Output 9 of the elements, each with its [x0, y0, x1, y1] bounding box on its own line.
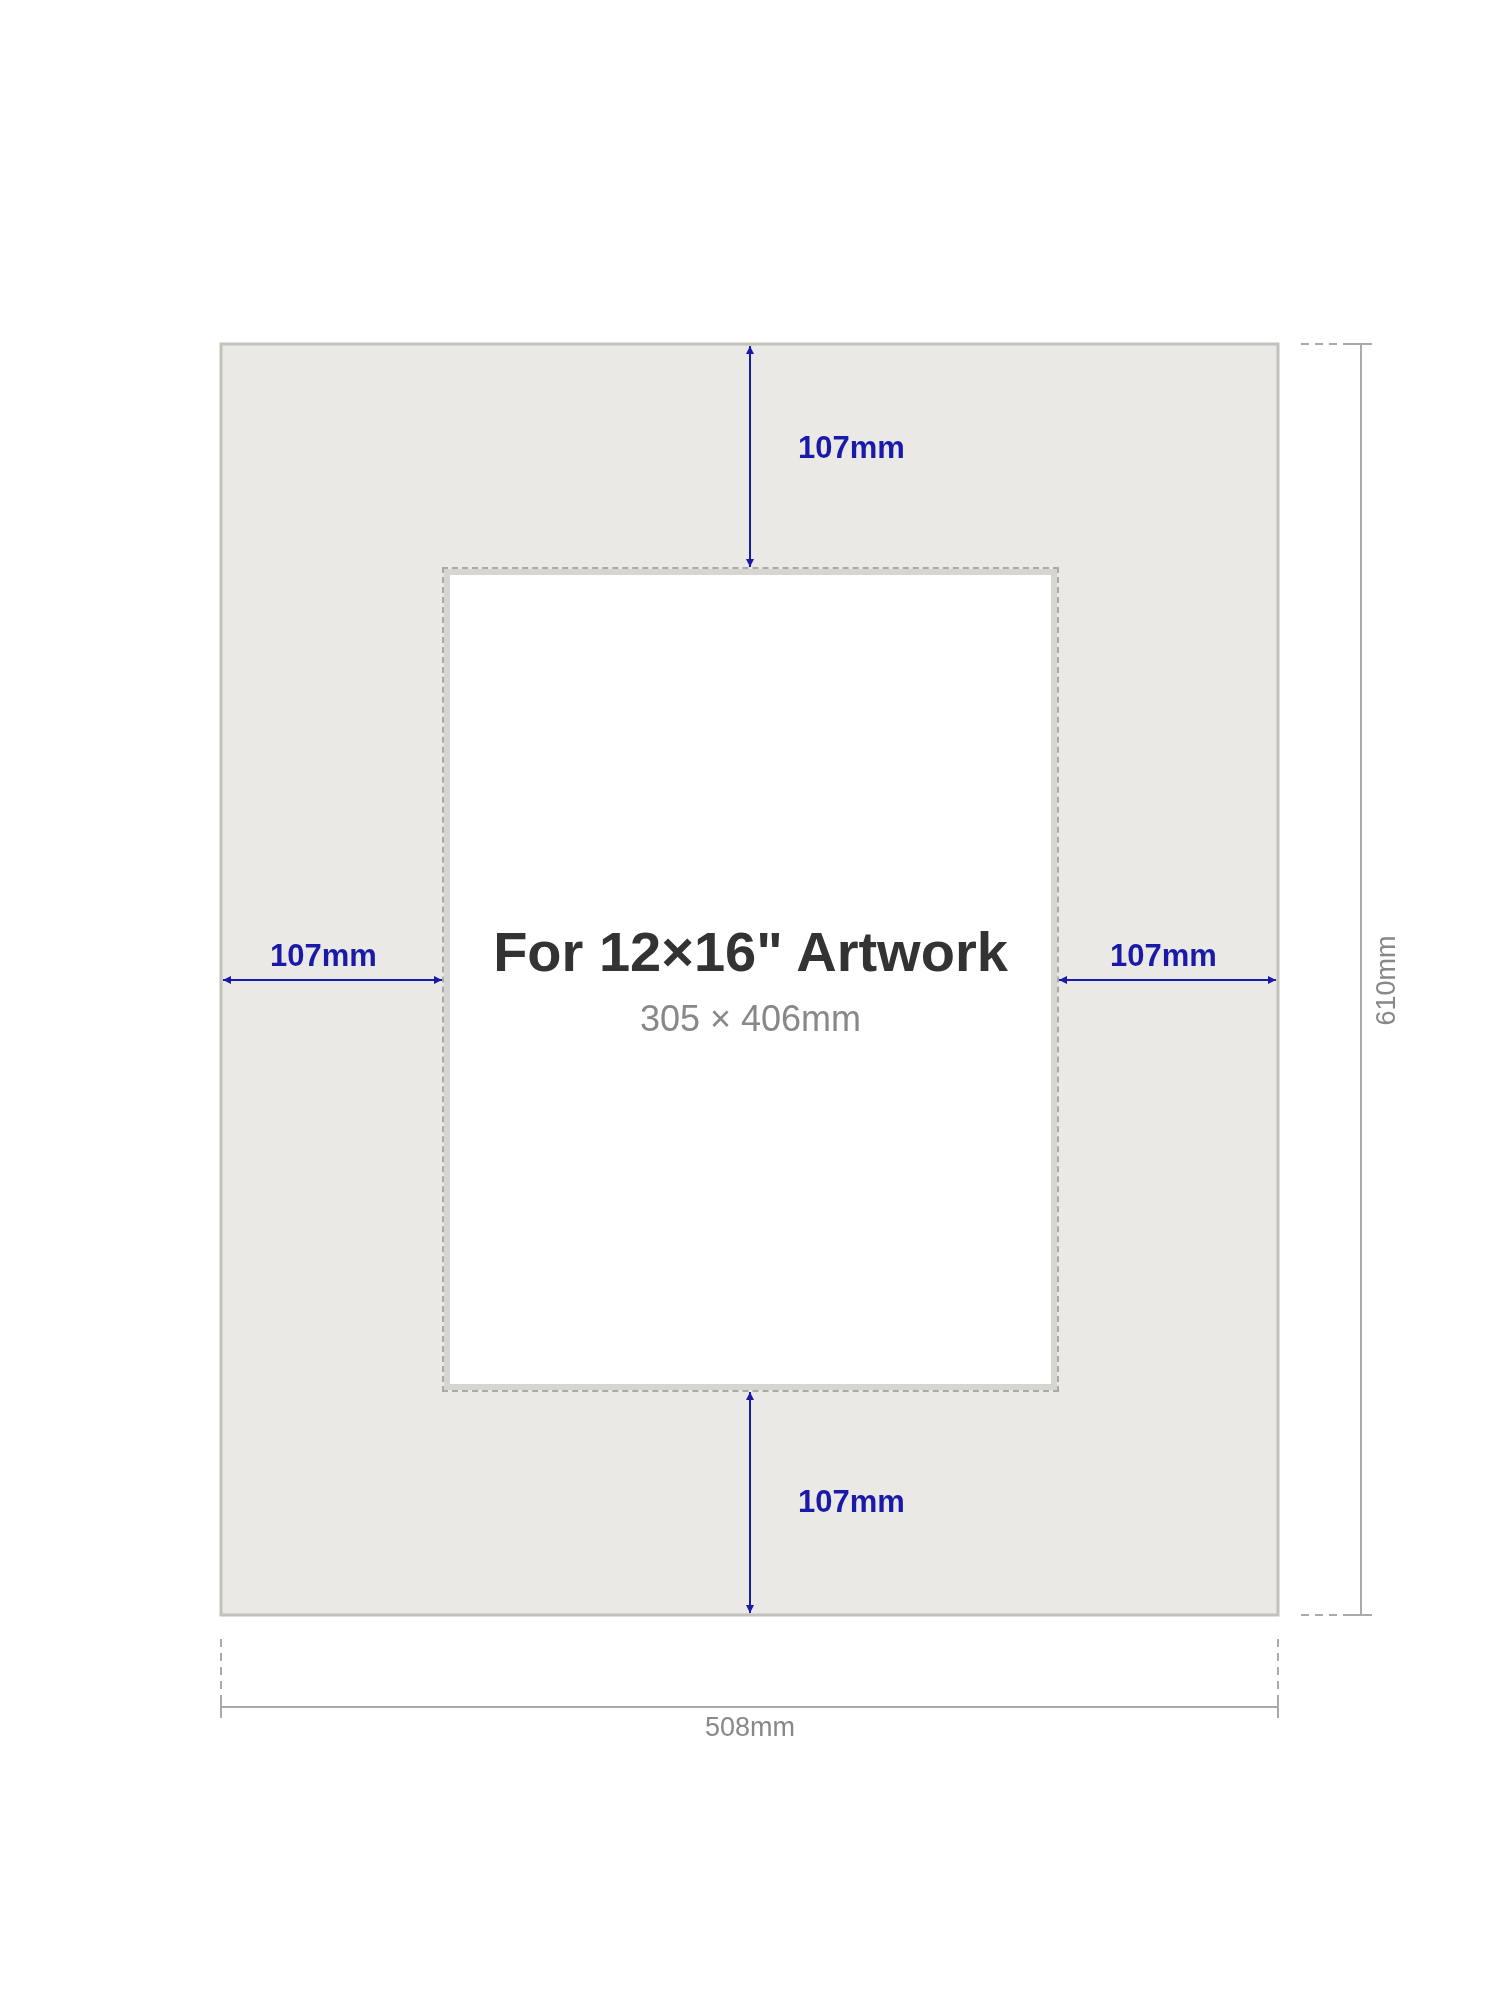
window-size: 305 × 406mm	[639, 998, 862, 1040]
window-title: For 12×16" Artwork	[493, 919, 1008, 984]
dimension-label: 107mm	[270, 938, 377, 974]
dimension-label: 610mm	[1370, 935, 1401, 1025]
dimension-label: 508mm	[705, 1712, 796, 1743]
dimension-label: 107mm	[798, 1484, 905, 1520]
artwork-window	[444, 569, 1057, 1390]
dimension-label: 107mm	[1110, 938, 1217, 974]
dimension-label: 107mm	[798, 430, 905, 466]
